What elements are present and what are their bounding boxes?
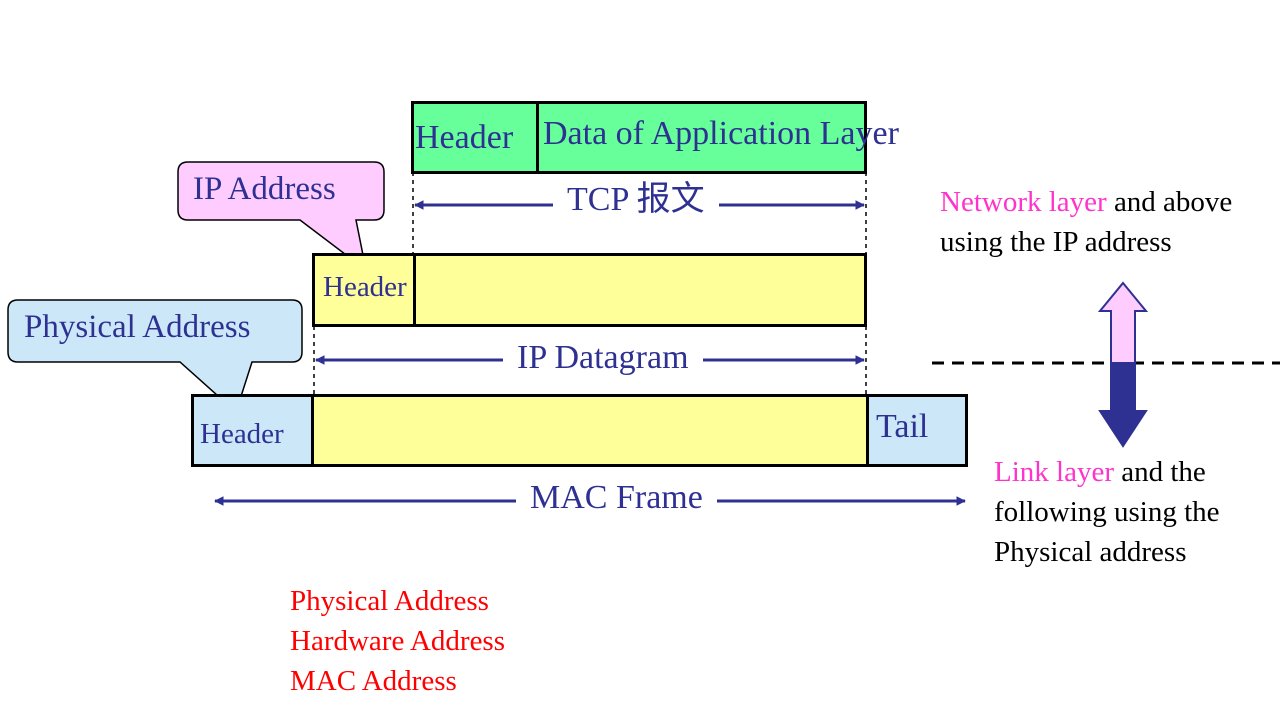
tcp-header-label: Header xyxy=(415,119,514,156)
network-note-line2: using the IP address xyxy=(940,226,1172,258)
guide-lines xyxy=(313,172,867,395)
alias-item: Physical Address xyxy=(290,585,489,617)
tcp-data-label: Data of Application Layer xyxy=(543,115,899,152)
network-layer-note: Network layer and above using the IP add… xyxy=(940,182,1232,262)
link-layer-highlight: Link layer xyxy=(994,456,1114,488)
link-note-line2: following using the xyxy=(994,496,1220,528)
link-layer-note: Link layer and the following using the P… xyxy=(994,452,1220,572)
mac-tail-label: Tail xyxy=(876,408,929,445)
mac-frame xyxy=(191,394,968,467)
down-arrow-icon xyxy=(1098,362,1148,448)
link-note-line1-rest: and the xyxy=(1113,456,1206,488)
physical-address-callout-label: Physical Address xyxy=(24,309,251,345)
alias-item: MAC Address xyxy=(290,665,457,697)
ip-address-callout xyxy=(177,161,385,272)
address-aliases: Physical Address Hardware Address MAC Ad… xyxy=(290,581,505,701)
mac-header-label: Header xyxy=(200,418,284,450)
ip-datagram xyxy=(312,253,867,327)
link-note-line3: Physical address xyxy=(994,536,1187,568)
ip-header-divider xyxy=(413,256,416,324)
ip-span-label: IP Datagram xyxy=(503,341,703,375)
alias-item: Hardware Address xyxy=(290,625,506,657)
tcp-span-label: TCP 报文 xyxy=(553,183,719,217)
network-layer-highlight: Network layer xyxy=(940,186,1107,218)
network-note-line1-rest: and above xyxy=(1106,186,1233,218)
physical-address-callout xyxy=(7,299,303,414)
tcp-segment xyxy=(411,101,867,174)
up-arrow-icon xyxy=(1097,281,1149,364)
mac-span-label: MAC Frame xyxy=(516,481,717,515)
tcp-header-divider xyxy=(536,104,539,171)
ip-header-label: Header xyxy=(323,271,407,303)
ip-address-callout-label: IP Address xyxy=(193,171,336,207)
mac-header-cell xyxy=(194,397,314,464)
mac-tail-cell xyxy=(866,397,965,464)
